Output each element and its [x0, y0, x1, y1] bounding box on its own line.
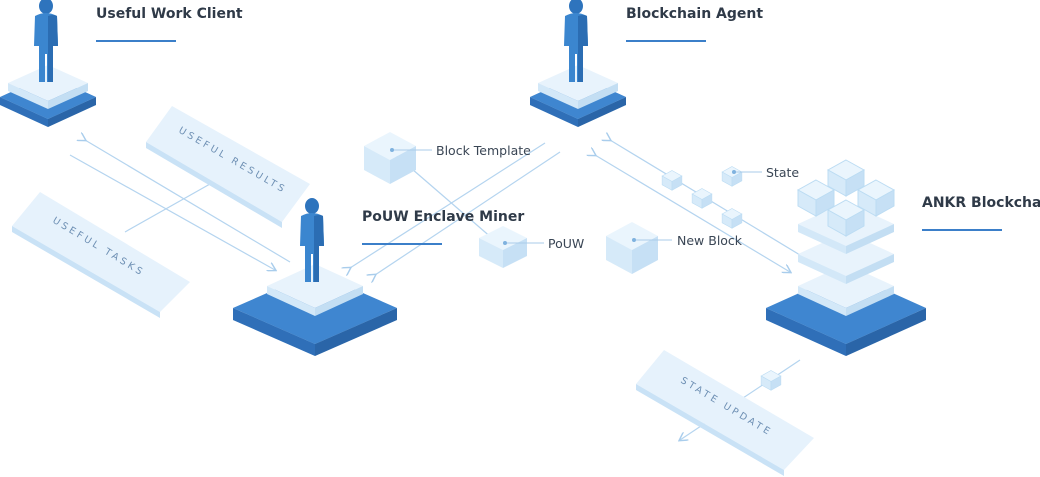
- miner-platform: [233, 264, 397, 356]
- ankr-blockchain-title: ANKR Blockchain: [922, 195, 1040, 211]
- block-template-cube-icon: [364, 132, 416, 184]
- new-block-cube-icon: [606, 222, 658, 274]
- state-label: State: [766, 165, 800, 180]
- blockchain-agent-underline: [626, 40, 706, 42]
- useful-work-client-title: Useful Work Client: [96, 6, 243, 22]
- pouw-enclave-miner-underline: [362, 243, 442, 245]
- state-cubes-icon: [661, 166, 782, 391]
- blockchain-agent-title: Blockchain Agent: [626, 6, 764, 22]
- ankr-blockchain-underline: [922, 229, 1002, 231]
- ribbon-useful-results: USEFUL RESULTS: [146, 106, 310, 228]
- ankr-platform: [766, 202, 926, 356]
- agent-platform: [530, 65, 626, 127]
- block-template-label: Block Template: [436, 143, 531, 158]
- new-block-label: New Block: [677, 233, 743, 248]
- label-pointers: [390, 148, 762, 245]
- useful-work-client-underline: [96, 40, 176, 42]
- pouw-cube-icon: [479, 226, 527, 268]
- pouw-enclave-miner-title: PoUW Enclave Miner: [362, 209, 525, 225]
- pouw-label: PoUW: [548, 236, 585, 251]
- client-platform: [0, 65, 96, 127]
